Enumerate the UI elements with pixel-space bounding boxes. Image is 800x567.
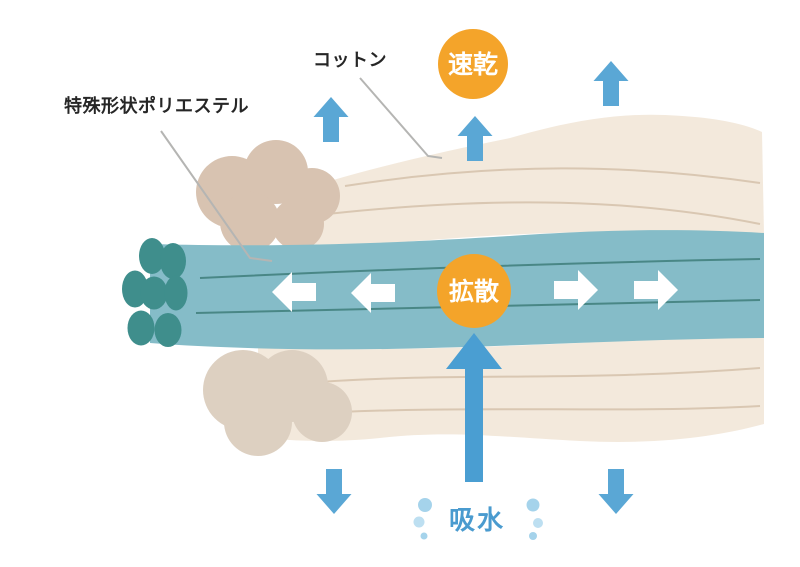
water-droplet-icon <box>420 532 428 540</box>
fiber-cross-section <box>127 310 155 346</box>
water-droplets <box>413 498 543 540</box>
fiber-cross-section <box>139 238 165 274</box>
water-droplet-icon <box>418 498 432 512</box>
fiber-bundle-cross-section <box>122 238 188 347</box>
cotton-blob-top-left <box>196 140 340 252</box>
fiber-cross-section <box>154 313 182 347</box>
cotton-layer-top <box>282 114 764 248</box>
down-arrow-icon <box>598 469 634 514</box>
down-arrow-icon <box>316 469 352 514</box>
cotton-band-bottom <box>258 336 764 442</box>
water-droplet-icon <box>413 516 425 528</box>
cotton-band-top <box>282 114 764 248</box>
water-droplet-icon <box>533 518 543 528</box>
quick-dry-badge: 速乾 <box>438 29 508 99</box>
water-droplet-icon <box>529 532 537 540</box>
polyester-label: 特殊形状ポリエステル <box>64 95 249 116</box>
cotton-fiber-line <box>319 367 761 383</box>
fiber-cross-section <box>164 275 188 311</box>
polyester-leader-line <box>160 130 273 262</box>
fiber-cross-section <box>140 276 168 310</box>
cotton-blob-lobe <box>220 192 280 252</box>
big-up-arrow-icon <box>446 333 502 482</box>
diffusion-badge-label: 拡散 <box>449 278 499 306</box>
cotton-fiber-line <box>344 167 761 187</box>
cotton-blob-lobe <box>272 198 324 250</box>
diffusion-badge-circle <box>437 254 511 328</box>
cotton-blob-bottom-left <box>203 350 352 456</box>
up-arrow-icon <box>313 97 349 142</box>
cotton-layer-bottom <box>258 336 764 442</box>
cotton-fiber-line <box>309 201 761 225</box>
quick-dry-badge-label: 速乾 <box>448 50 498 79</box>
cotton-blob-lobe <box>224 388 292 456</box>
water-droplet-icon <box>526 498 540 512</box>
absorption-label: 吸水 <box>449 505 505 535</box>
diffusion-badge: 拡散 <box>437 254 511 328</box>
cotton-blob-lobe <box>292 382 352 442</box>
cotton-fiber-line <box>299 405 761 415</box>
cotton-leader-line <box>359 77 443 159</box>
cotton-label: コットン <box>313 50 387 70</box>
fiber-cross-section <box>160 243 186 279</box>
up-arrow-icon <box>593 61 629 106</box>
quick-dry-badge-circle <box>438 29 508 99</box>
